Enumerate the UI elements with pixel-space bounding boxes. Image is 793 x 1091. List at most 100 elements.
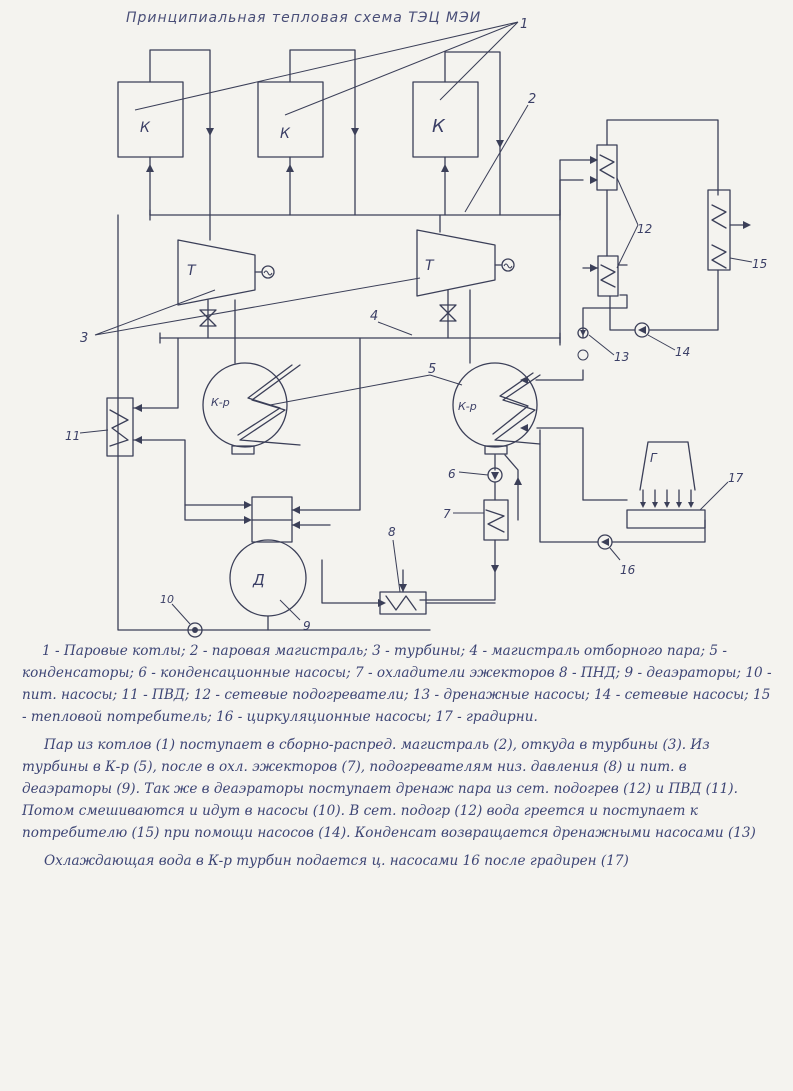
arrow-icon: [496, 140, 504, 148]
legend-text: 1 - Паровые котлы; 2 - паровая магистрал…: [22, 643, 772, 725]
boiler-1-label: К: [140, 120, 151, 136]
arrow-icon: [520, 424, 528, 432]
callout-17: 17: [699, 471, 744, 511]
svg-text:9: 9: [303, 619, 311, 633]
heat-consumer-15: [707, 189, 731, 271]
valve-2-icon: [439, 289, 457, 339]
cooling-tower-17: Г: [626, 441, 706, 529]
arrow-icon: [244, 501, 252, 509]
svg-text:17: 17: [728, 471, 744, 485]
callout-13: 13: [588, 334, 629, 364]
hp-heater-11: [106, 397, 134, 457]
arrow-icon: [244, 516, 252, 524]
cooling-outlet: [536, 427, 584, 501]
callout-6: 6: [448, 467, 489, 481]
arrow-icon: [378, 599, 386, 607]
arrow-icon: [292, 506, 300, 514]
turbine-2-label: Т: [425, 258, 435, 274]
boiler-3-steam-line: [444, 51, 501, 216]
arrow-icon: [399, 584, 407, 592]
arrow-icon: [491, 565, 499, 573]
condenser-2: К-р: [452, 362, 541, 455]
boiler-2-label: К: [280, 126, 291, 142]
svg-text:12: 12: [637, 222, 652, 236]
arrow-icon: [590, 156, 598, 164]
arrow-icon: [520, 376, 528, 384]
arrow-icon: [146, 164, 154, 172]
deaerator-label: Д: [252, 571, 265, 589]
callout-8: 8: [388, 525, 401, 593]
network-supply: [606, 119, 719, 196]
callout-2: 2: [464, 92, 536, 213]
network-heater-12a: [596, 144, 618, 191]
svg-text:6: 6: [448, 467, 456, 481]
lp-heater-8-outlet: [321, 559, 381, 604]
steam-main-to-heater: [559, 159, 598, 216]
svg-text:4: 4: [370, 309, 378, 324]
svg-text:3: 3: [80, 331, 88, 346]
callout-11: 11: [65, 429, 109, 443]
network-pump-14-icon: [634, 322, 650, 338]
boiler-3: К: [412, 81, 479, 158]
turbine-1: Т: [177, 239, 275, 306]
deaerator-9: Д: [229, 496, 307, 617]
condenser-1: К-р: [202, 362, 301, 455]
lp-heater-8: [379, 591, 427, 615]
heater-drain: [582, 294, 628, 339]
generator-1-icon: [261, 265, 275, 279]
drain-pump-13-icon: [577, 327, 589, 361]
svg-text:1: 1: [520, 17, 528, 32]
arrow-icon: [206, 128, 214, 136]
callout-12: 12: [616, 177, 652, 269]
network-heater-12b: [597, 255, 619, 297]
turbine-2: Т: [416, 229, 515, 297]
arrow-icon: [590, 176, 598, 184]
callout-14: 14: [647, 334, 690, 359]
arrow-icon: [743, 221, 751, 229]
notes-section: 1 - Паровые котлы; 2 - паровая магистрал…: [22, 640, 777, 878]
boiler-1: К: [117, 81, 184, 158]
ejector-steam: [504, 454, 519, 521]
turbine-1-label: Т: [187, 263, 197, 279]
svg-text:5: 5: [428, 362, 436, 377]
condenser-1-label: К-р: [211, 396, 230, 409]
cooler-to-lpd: [419, 539, 496, 601]
callout-10: 10: [160, 593, 191, 625]
network-return: [649, 269, 719, 331]
callout-16: 16: [609, 547, 636, 577]
arrow-icon: [292, 521, 300, 529]
callout-3: 3: [80, 277, 421, 346]
callout-5: 5: [269, 362, 463, 406]
svg-text:8: 8: [388, 525, 396, 539]
hp-heater-11-steam: [132, 337, 179, 409]
description-paragraph-1: Пар из котлов (1) поступает в сборно-рас…: [22, 737, 756, 841]
boiler-1-steam-line: [149, 49, 211, 216]
callout-4: 4: [370, 309, 413, 336]
callout-7: 7: [443, 507, 484, 521]
feed-line-left: [117, 214, 431, 631]
tower-outlet: [611, 519, 706, 543]
callout-1: 1: [134, 17, 528, 116]
callout-9: 9: [279, 599, 311, 633]
pump-14-line: [609, 295, 636, 331]
svg-text:10: 10: [160, 593, 174, 606]
generator-2-icon: [501, 258, 515, 272]
svg-text:13: 13: [614, 350, 629, 364]
svg-text:14: 14: [675, 345, 690, 359]
arrow-icon: [134, 404, 142, 412]
svg-text:16: 16: [620, 563, 636, 577]
svg-text:15: 15: [752, 257, 767, 271]
tower-label: Г: [650, 451, 658, 465]
svg-text:11: 11: [65, 429, 80, 443]
extraction-to-heaters: [559, 179, 584, 346]
callout-15: 15: [729, 257, 767, 271]
svg-text:2: 2: [528, 92, 536, 107]
valve-1-icon: [199, 299, 217, 339]
feed-pump-10-icon: [187, 622, 203, 638]
boiler-3-label: К: [432, 116, 446, 137]
arrow-icon: [286, 164, 294, 172]
boiler-2: К: [257, 81, 324, 158]
arrow-icon: [441, 164, 449, 172]
arrow-icon: [134, 436, 142, 444]
